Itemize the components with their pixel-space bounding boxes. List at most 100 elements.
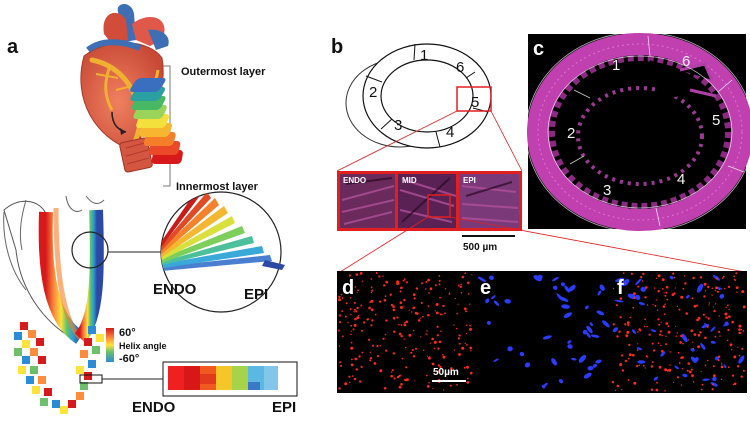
signal-dot [659, 330, 663, 333]
signal-dot [443, 389, 445, 391]
signal-dot [383, 284, 386, 287]
nucleus-blob [716, 287, 723, 290]
signal-dot [426, 385, 430, 388]
signal-dot [434, 284, 437, 287]
signal-dot [731, 348, 733, 351]
signal-dot [338, 329, 340, 332]
signal-dot [723, 287, 726, 290]
signal-dot [421, 282, 423, 285]
signal-dot [408, 309, 410, 311]
ring-segment-3: 3 [394, 117, 402, 134]
nucleus-blob [653, 376, 659, 381]
signal-dot [665, 343, 667, 346]
signal-dot [437, 364, 440, 367]
signal-dot [637, 285, 640, 288]
signal-dot [657, 274, 661, 278]
nucleus-blob [504, 298, 511, 304]
signal-dot [412, 329, 415, 332]
signal-dot [663, 313, 666, 315]
signal-dot [658, 333, 662, 336]
signal-dot [693, 304, 697, 308]
signal-dot [619, 297, 623, 300]
signal-dot [712, 306, 715, 308]
signal-dot [391, 369, 394, 372]
nucleus-blob [650, 329, 657, 333]
signal-dot [643, 325, 646, 328]
signal-dot [616, 335, 619, 338]
signal-dot [656, 381, 658, 384]
signal-dot [702, 313, 705, 316]
signal-dot [344, 382, 348, 386]
signal-dot [728, 308, 730, 311]
nucleus-blob [587, 365, 594, 371]
nucleus-blob [723, 322, 729, 327]
nucleus-blob [543, 382, 548, 388]
nucleus-blob [636, 347, 642, 351]
signal-dot [356, 291, 358, 293]
nucleus-blob [551, 358, 558, 366]
signal-dot [403, 298, 406, 302]
signal-dot [338, 387, 341, 390]
signal-dot [654, 304, 657, 307]
signal-dot [690, 368, 693, 371]
nucleus-blob [681, 333, 688, 343]
signal-dot [455, 327, 458, 330]
signal-dot [655, 388, 659, 392]
signal-dot [368, 307, 371, 310]
signal-dot [664, 368, 668, 372]
signal-dot [466, 324, 468, 327]
signal-dot [374, 313, 377, 316]
signal-dot [350, 324, 353, 327]
ventricle-section [3, 195, 105, 344]
epi-label-2: EPI [272, 399, 296, 416]
signal-dot [402, 280, 404, 282]
signal-dot [667, 330, 671, 334]
panel-e-blue-signal [477, 274, 610, 389]
signal-dot [466, 365, 469, 369]
signal-dot [467, 293, 470, 295]
curved-arrow [111, 111, 127, 135]
signal-dot [467, 281, 470, 285]
signal-dot [720, 378, 723, 381]
signal-dot [383, 299, 387, 302]
signal-dot [669, 351, 672, 353]
signal-dot [359, 380, 362, 383]
signal-dot [700, 388, 703, 391]
fiber-fan [161, 192, 272, 272]
nucleus-blob [552, 276, 559, 282]
signal-dot [376, 345, 379, 348]
signal-dot [398, 332, 402, 336]
panel-letter-d: d [342, 277, 354, 299]
signal-dot [626, 321, 630, 324]
signal-dot [433, 347, 436, 350]
panel-c-image [525, 31, 750, 233]
signal-dot [660, 344, 662, 347]
signal-dot [722, 275, 725, 278]
signal-dot [662, 305, 666, 308]
callout-line-def-right [449, 216, 746, 273]
signal-dot [704, 364, 707, 367]
signal-dot [665, 335, 667, 337]
nucleus-blob [635, 294, 641, 301]
signal-dot [427, 305, 430, 307]
signal-dot [422, 315, 424, 318]
signal-dot [376, 355, 379, 358]
signal-dot [354, 357, 358, 361]
strip-label-endo: ENDO [343, 176, 366, 185]
signal-dot [616, 384, 620, 388]
signal-dot [718, 330, 721, 333]
signal-dot [660, 321, 662, 323]
signal-dot [732, 383, 735, 386]
signal-dot [621, 369, 625, 372]
signal-dot [405, 366, 408, 369]
signal-dot [686, 369, 689, 372]
signal-dot [712, 365, 715, 368]
signal-dot [678, 308, 681, 311]
signal-dot [442, 304, 445, 308]
c-segment-4: 4 [677, 171, 685, 188]
signal-dot [390, 303, 393, 307]
signal-dot [692, 348, 694, 350]
nucleus-blob [738, 355, 745, 364]
c-segment-5: 5 [712, 112, 720, 129]
ring-segment-2: 2 [369, 84, 377, 101]
